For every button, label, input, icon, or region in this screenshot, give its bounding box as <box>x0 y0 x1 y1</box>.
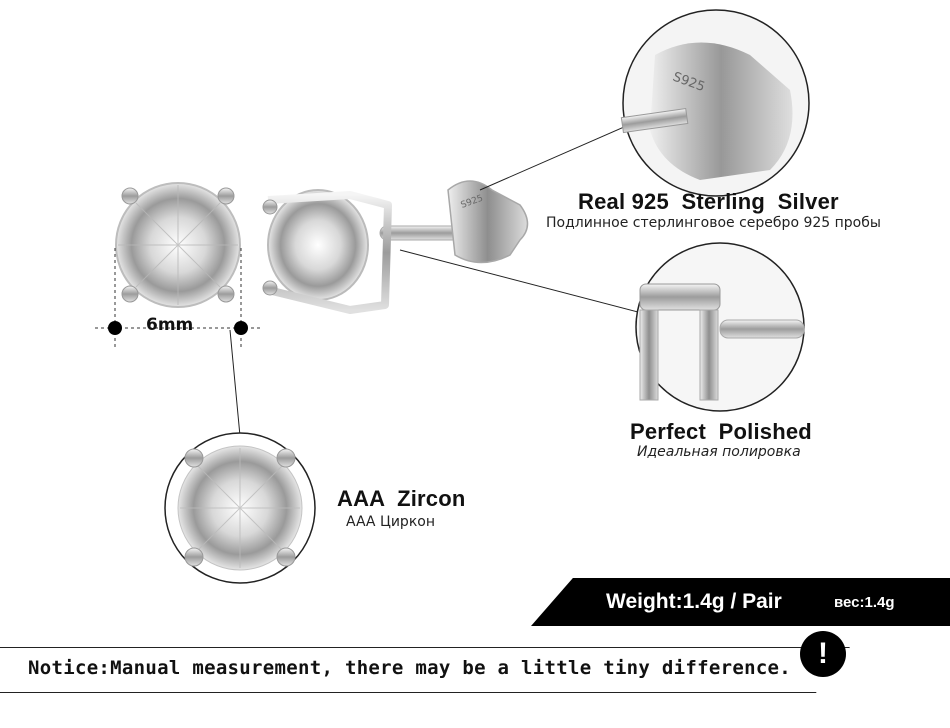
earring-front-view <box>115 182 241 308</box>
zircon-subtitle: AAA Циркон <box>346 514 435 530</box>
detail-circle-zircon <box>164 432 316 584</box>
notice-banner <box>0 647 850 693</box>
size-label: 6mm <box>146 315 194 335</box>
zircon-title: AAA Zircon <box>337 486 466 511</box>
weight-label: Weight:1.4g / Pair <box>606 590 782 613</box>
earring-side-view: S925 <box>262 180 529 314</box>
detail-circle-silver: S925 <box>620 9 810 197</box>
notice-text: Notice:Manual measurement, there may be … <box>28 657 792 679</box>
size-measurement <box>95 248 262 350</box>
polished-title: Perfect Polished <box>630 419 812 444</box>
weight-banner <box>531 578 950 626</box>
detail-circle-polished <box>635 242 805 412</box>
exclamation-icon: ! <box>800 631 846 677</box>
leader-lines <box>229 119 641 437</box>
polished-subtitle: Идеальная полировка <box>637 444 801 460</box>
silver-title: Real 925 Sterling Silver <box>578 189 839 214</box>
weight-ru-label: вес:1.4g <box>834 594 895 611</box>
silver-subtitle: Подлинное стерлинговое серебро 925 пробы <box>546 215 881 231</box>
